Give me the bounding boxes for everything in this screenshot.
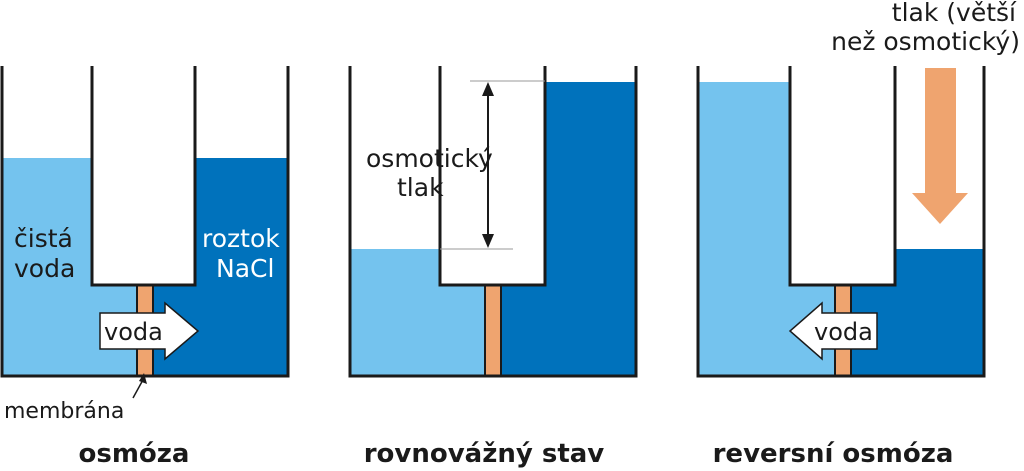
salt-solution-fill xyxy=(501,82,636,376)
osmotic-pressure-label-line2: tlak xyxy=(397,173,444,202)
salt-solution-label-line2: NaCl xyxy=(216,254,274,283)
container-outline xyxy=(0,66,290,378)
applied-pressure-label-line2: než osmotický) xyxy=(831,27,1020,56)
u-tube-inner-wall xyxy=(438,66,547,287)
container-outline xyxy=(348,66,638,378)
salt-solution-label-line1: roztok xyxy=(202,224,280,253)
u-tube-inner-wall xyxy=(90,66,197,287)
container-outline xyxy=(696,66,986,378)
u-tube-inner-wall xyxy=(788,66,897,287)
pure-water-fill xyxy=(698,82,835,376)
panel-title: rovnovážný stav xyxy=(364,439,605,469)
panel-equilibrium: osmotický tlak rovnovážný stav xyxy=(348,66,638,469)
applied-pressure-arrow xyxy=(912,68,968,224)
osmotic-pressure-label-line1: osmotický xyxy=(366,144,493,173)
flow-arrow-left xyxy=(788,301,878,361)
membrane-pointer-head xyxy=(139,373,147,384)
flow-arrow-right xyxy=(99,301,200,361)
panel-title: osmóza xyxy=(79,439,190,469)
flow-label: voda xyxy=(814,318,873,346)
membrane xyxy=(484,284,502,377)
applied-pressure-label-line1: tlak (větší xyxy=(892,0,1017,27)
pure-water-fill xyxy=(350,249,485,376)
panel-osmosis: voda čistá voda roztok NaCl membrána osm… xyxy=(0,66,290,469)
membrane-label: membrána xyxy=(4,399,124,424)
panel-title: reversní osmóza xyxy=(713,439,954,469)
pressure-arrow-down-head xyxy=(482,234,494,248)
pure-water-label-line1: čistá xyxy=(14,224,73,253)
pure-water-label-line2: voda xyxy=(14,254,75,283)
salt-solution-fill xyxy=(851,249,984,376)
flow-label: voda xyxy=(104,318,163,346)
pressure-arrow-up-head xyxy=(482,82,494,96)
panel-reverse-osmosis: voda tlak (větší než osmotický) reversní… xyxy=(696,0,1020,469)
